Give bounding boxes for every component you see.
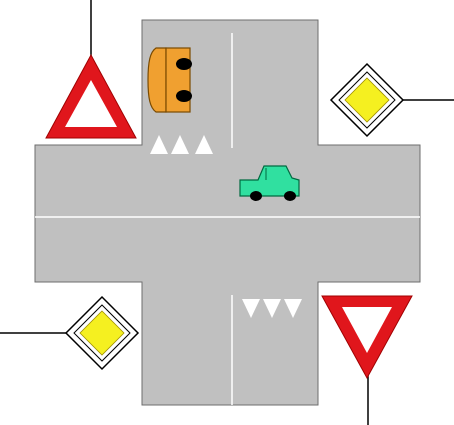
orange-car: [148, 48, 192, 112]
car-wheel: [250, 191, 262, 201]
car-roof: [166, 48, 190, 112]
car-body: [148, 48, 166, 112]
car-wheel: [176, 90, 192, 102]
car-wheel: [176, 58, 192, 70]
car-wheel: [284, 191, 296, 201]
yield-line-south: [242, 299, 302, 318]
